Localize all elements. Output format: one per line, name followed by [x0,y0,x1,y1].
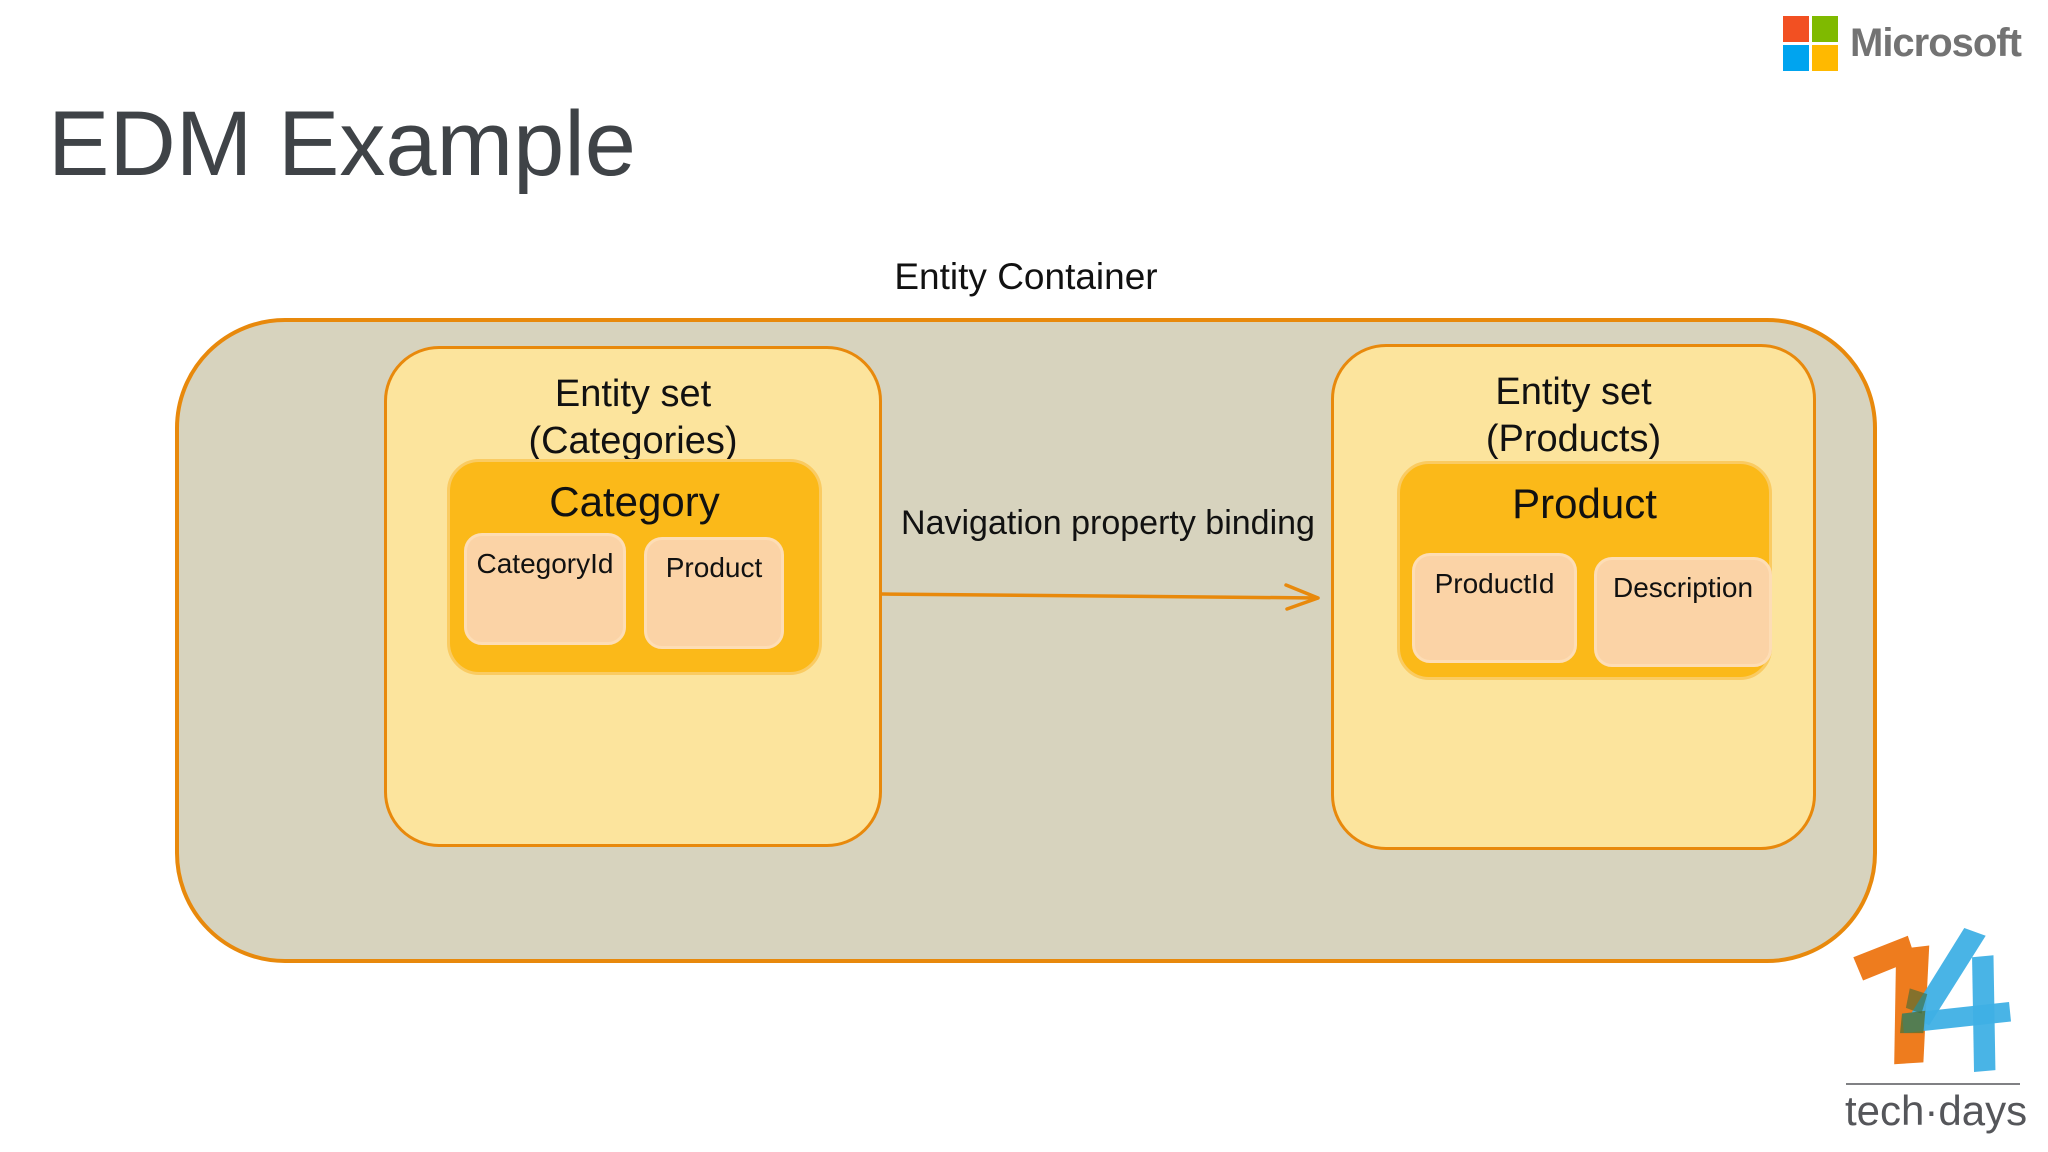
entity-set-products-title: Entity set (Products) [1334,369,1813,463]
entity-set-categories-title: Entity set (Categories) [387,371,879,465]
entity-product-name: Product [1512,480,1657,527]
field-description-label: Description [1612,572,1754,603]
techdays-14-icon [1853,928,2011,1073]
field-productid: ProductId [1412,553,1577,663]
ms-square-green [1812,16,1838,42]
entity-container-box: Entity set (Categories) Category Categor… [175,318,1877,963]
microsoft-wordmark: Microsoft [1850,21,2022,65]
microsoft-logo: Microsoft [1783,16,2022,71]
field-product-label: Product [665,552,763,583]
navigation-binding-arrow-icon [882,583,1320,611]
ms-square-red [1783,16,1809,42]
field-description: Description [1594,557,1772,667]
navigation-binding-label: Navigation property binding [901,504,1315,542]
entity-set-title-line1: Entity set [554,373,712,415]
field-product: Product [644,537,784,649]
entity-set-products: Entity set (Products) Product ProductId … [1331,344,1816,850]
techdays-divider [1846,1083,2020,1085]
entity-set-title-line2: (Categories) [528,420,738,462]
entity-product-box: Product ProductId Description [1397,461,1772,680]
ms-square-blue [1783,45,1809,71]
field-categoryid-label: CategoryId [476,548,614,579]
entity-set-categories: Entity set (Categories) Category Categor… [384,346,882,847]
microsoft-logo-icon [1783,16,1838,71]
ms-square-yellow [1812,45,1838,71]
techdays-wordmark: tech·days [1845,1087,2028,1134]
entity-category-name: Category [549,478,720,525]
field-productid-label: ProductId [1434,568,1555,599]
page-title: EDM Example [48,93,636,195]
entity-set-title-line1: Entity set [1495,371,1652,413]
entity-set-title-line2: (Products) [1485,418,1662,460]
techdays-logo: tech·days [1843,928,2043,1135]
field-categoryid: CategoryId [464,533,626,645]
entity-container-label: Entity Container [894,256,1158,297]
entity-category-box: Category CategoryId Product [447,459,822,675]
